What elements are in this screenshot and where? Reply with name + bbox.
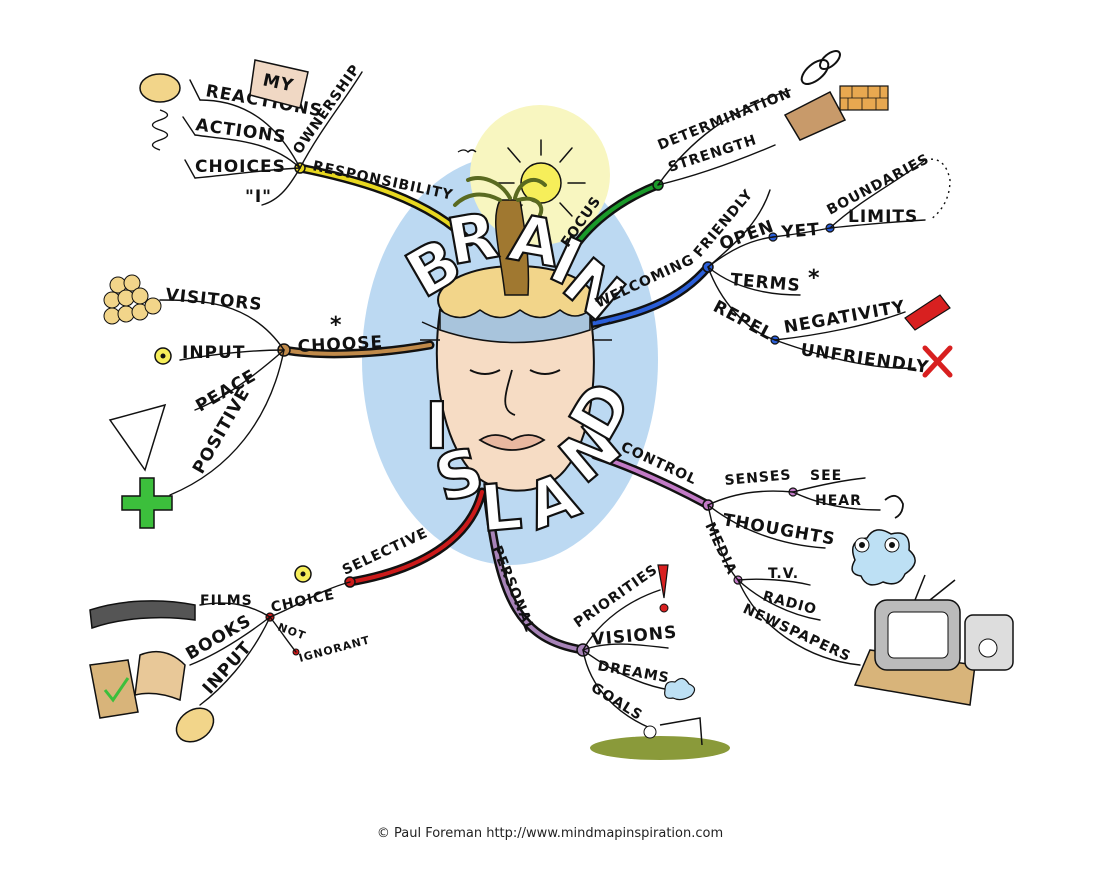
center-letter-r: R	[442, 199, 504, 281]
label-choices: CHOICES	[195, 157, 286, 177]
sub-branches	[159, 71, 951, 729]
label-i: "I"	[245, 187, 272, 207]
label-negativity: NEGATIVITY	[782, 297, 907, 338]
books-icon	[89, 650, 186, 719]
label-input-choose: INPUT	[182, 343, 245, 363]
label-choose: CHOOSE	[297, 333, 383, 357]
asterisk-icon-2: *	[330, 313, 343, 338]
goal-field-icon	[590, 717, 730, 760]
dream-cloud-icon	[664, 677, 696, 701]
eye-icon	[154, 347, 172, 365]
label-repel: REPEL	[710, 297, 776, 345]
label-terms: TERMS	[730, 270, 802, 296]
label-visitors: VISITORS	[164, 285, 263, 315]
label-senses: SENSES	[724, 467, 792, 489]
exclamation-icon	[657, 564, 669, 613]
eye-icon-2	[294, 565, 312, 583]
thought-cloud-icon	[851, 529, 916, 586]
filter-funnel-icon	[108, 403, 167, 472]
label-goals: GOALS	[588, 680, 646, 724]
ear-icon	[884, 494, 904, 519]
center-letter-l: L	[478, 470, 526, 547]
label-tv: T.V.	[768, 566, 799, 582]
label-films: FILMS	[200, 593, 253, 609]
credit-line: © Paul Foreman http://www.mindmapinspira…	[376, 826, 724, 841]
label-yet: YET	[780, 220, 821, 243]
label-responsibility: RESPONSIBILITY	[311, 158, 454, 203]
chain-brick-icon	[783, 50, 889, 141]
tv-radio-icon	[853, 574, 1014, 706]
label-dreams: DREAMS	[596, 658, 671, 686]
green-plus-icon	[121, 477, 173, 529]
film-strip-icon	[89, 600, 196, 630]
label-unfriendly: UNFRIENDLY	[799, 340, 930, 378]
label-not: NOT	[276, 621, 308, 643]
label-visions: VISIONS	[591, 623, 678, 650]
my-tag-icon: MY	[249, 59, 309, 109]
label-see: SEE	[810, 468, 842, 484]
eraser-icon	[904, 294, 951, 331]
label-priorities: PRIORITIES	[571, 562, 661, 632]
label-choice: CHOICE	[270, 587, 337, 616]
label-hear: HEAR	[815, 493, 862, 509]
crowd-icon	[103, 274, 162, 325]
coin-spring-icon	[139, 73, 181, 151]
center-title: B R A I N I S L A N D	[394, 198, 649, 549]
racket-icon	[175, 707, 215, 743]
label-ignorant: IGNORANT	[297, 633, 371, 665]
red-x-icon	[922, 345, 953, 378]
center-letter-i2: I	[425, 390, 450, 464]
head-illustration	[420, 176, 612, 492]
asterisk-icon: *	[808, 266, 821, 291]
label-thoughts: THOUGHTS	[721, 510, 837, 550]
label-actions: ACTIONS	[194, 115, 287, 148]
label-limits: LIMITS	[848, 207, 918, 227]
